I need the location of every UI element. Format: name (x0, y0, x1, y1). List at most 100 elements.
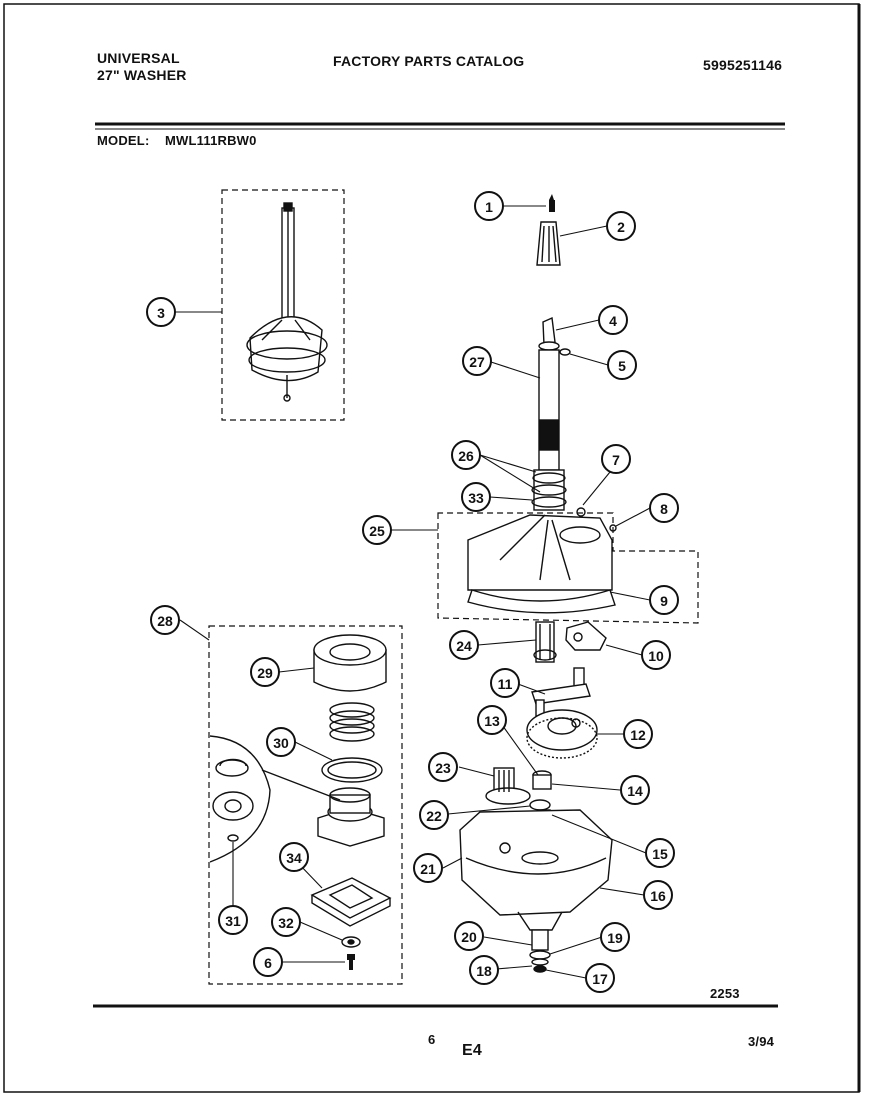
assembly-box-3 (221, 189, 345, 421)
callout-label-6: 6 (264, 955, 272, 971)
part-1-drawing (549, 194, 555, 212)
callout-26 (451, 440, 481, 470)
part-23-drawing (485, 767, 531, 805)
callout-20 (454, 921, 484, 951)
callout-14 (620, 775, 650, 805)
callout-label-2: 2 (617, 219, 625, 235)
callout-label-29: 29 (257, 665, 273, 681)
catalog-title: FACTORY PARTS CATALOG (333, 53, 525, 69)
part-32-drawing (341, 936, 361, 948)
part-12-drawing (526, 709, 598, 759)
callout-label-18: 18 (476, 963, 492, 979)
callout-18 (469, 955, 499, 985)
callout-1 (474, 191, 504, 221)
callout-5 (607, 350, 637, 380)
callout-31 (218, 905, 248, 935)
callout-label-17: 17 (592, 971, 608, 987)
part-34-drawing (310, 877, 392, 927)
callout-11 (490, 668, 520, 698)
callout-label-14: 14 (627, 783, 643, 799)
callout-7 (601, 444, 631, 474)
callout-23 (428, 752, 458, 782)
callout-17 (585, 963, 615, 993)
callout-33 (461, 482, 491, 512)
part-24-drawing (533, 621, 557, 663)
callout-label-33: 33 (468, 490, 484, 506)
part-2-drawing (536, 221, 561, 266)
catalog-number: 5995251146 (703, 57, 783, 73)
callout-label-32: 32 (278, 915, 294, 931)
callout-22 (419, 800, 449, 830)
callout-circles (146, 191, 679, 993)
drawing-number: 2253 (710, 986, 740, 1001)
callout-label-11: 11 (498, 676, 513, 692)
part-16-drawing (459, 809, 613, 931)
callout-12 (623, 719, 653, 749)
callout-label-15: 15 (652, 846, 668, 862)
inset-detail-drawing (209, 735, 341, 863)
callout-6 (253, 947, 283, 977)
assembly-box-25 (437, 512, 699, 624)
part-25-drawing (467, 507, 617, 614)
callout-28 (150, 605, 180, 635)
callout-2 (606, 211, 636, 241)
part-6-drawing (347, 954, 355, 970)
callout-label-10: 10 (648, 648, 664, 664)
callout-15 (645, 838, 675, 868)
callout-9 (649, 585, 679, 615)
part-13-drawing (532, 770, 552, 790)
callout-19 (600, 922, 630, 952)
part-17-20-drawing (529, 929, 551, 973)
callout-label-3: 3 (157, 305, 165, 321)
callout-label-7: 7 (612, 452, 620, 468)
callout-label-16: 16 (650, 888, 666, 904)
brand-name: UNIVERSAL (97, 50, 180, 66)
callout-label-20: 20 (461, 929, 477, 945)
callout-label-30: 30 (273, 735, 289, 751)
callout-16 (643, 880, 673, 910)
section-code: E4 (462, 1042, 482, 1059)
part-22-drawing (529, 799, 551, 811)
callout-label-21: 21 (420, 861, 436, 877)
callout-10 (641, 640, 671, 670)
callout-labels: 1 2 3 4 5 6 7 8 9 10 11 12 13 14 15 16 1… (157, 199, 668, 987)
part-30-drawing (321, 757, 383, 783)
callout-label-34: 34 (286, 850, 302, 866)
callout-label-28: 28 (157, 613, 173, 629)
callout-label-23: 23 (435, 760, 451, 776)
callout-label-25: 25 (369, 523, 385, 539)
page-border (3, 3, 860, 1093)
callout-label-24: 24 (456, 638, 472, 654)
bearing-housing-drawing (317, 787, 385, 847)
callout-3 (146, 297, 176, 327)
callout-4 (598, 305, 628, 335)
callout-label-5: 5 (618, 358, 626, 374)
model-value: MWL111RBW0 (165, 133, 257, 148)
part-11-drawing (531, 667, 591, 717)
callout-label-31: 31 (225, 913, 241, 929)
part-3-drawing (246, 202, 328, 402)
callout-label-12: 12 (630, 727, 646, 743)
callout-label-22: 22 (426, 808, 442, 824)
callout-label-8: 8 (660, 501, 668, 517)
part-29-drawing (313, 634, 387, 692)
callout-label-27: 27 (469, 354, 485, 370)
callout-32 (271, 907, 301, 937)
spring-drawing (329, 702, 375, 742)
callout-21 (413, 853, 443, 883)
callout-label-4: 4 (609, 313, 617, 329)
revision-date: 3/94 (748, 1034, 775, 1049)
callout-label-13: 13 (484, 713, 500, 729)
callout-25 (362, 515, 392, 545)
page-number: 6 (428, 1032, 436, 1047)
callout-8 (649, 493, 679, 523)
callout-30 (266, 727, 296, 757)
leader-lines (175, 205, 651, 979)
callout-label-9: 9 (660, 593, 668, 609)
model-label: MODEL: (97, 133, 150, 148)
callout-24 (449, 630, 479, 660)
assembly-box-28 (208, 625, 403, 985)
main-shaft-drawing (531, 316, 571, 511)
